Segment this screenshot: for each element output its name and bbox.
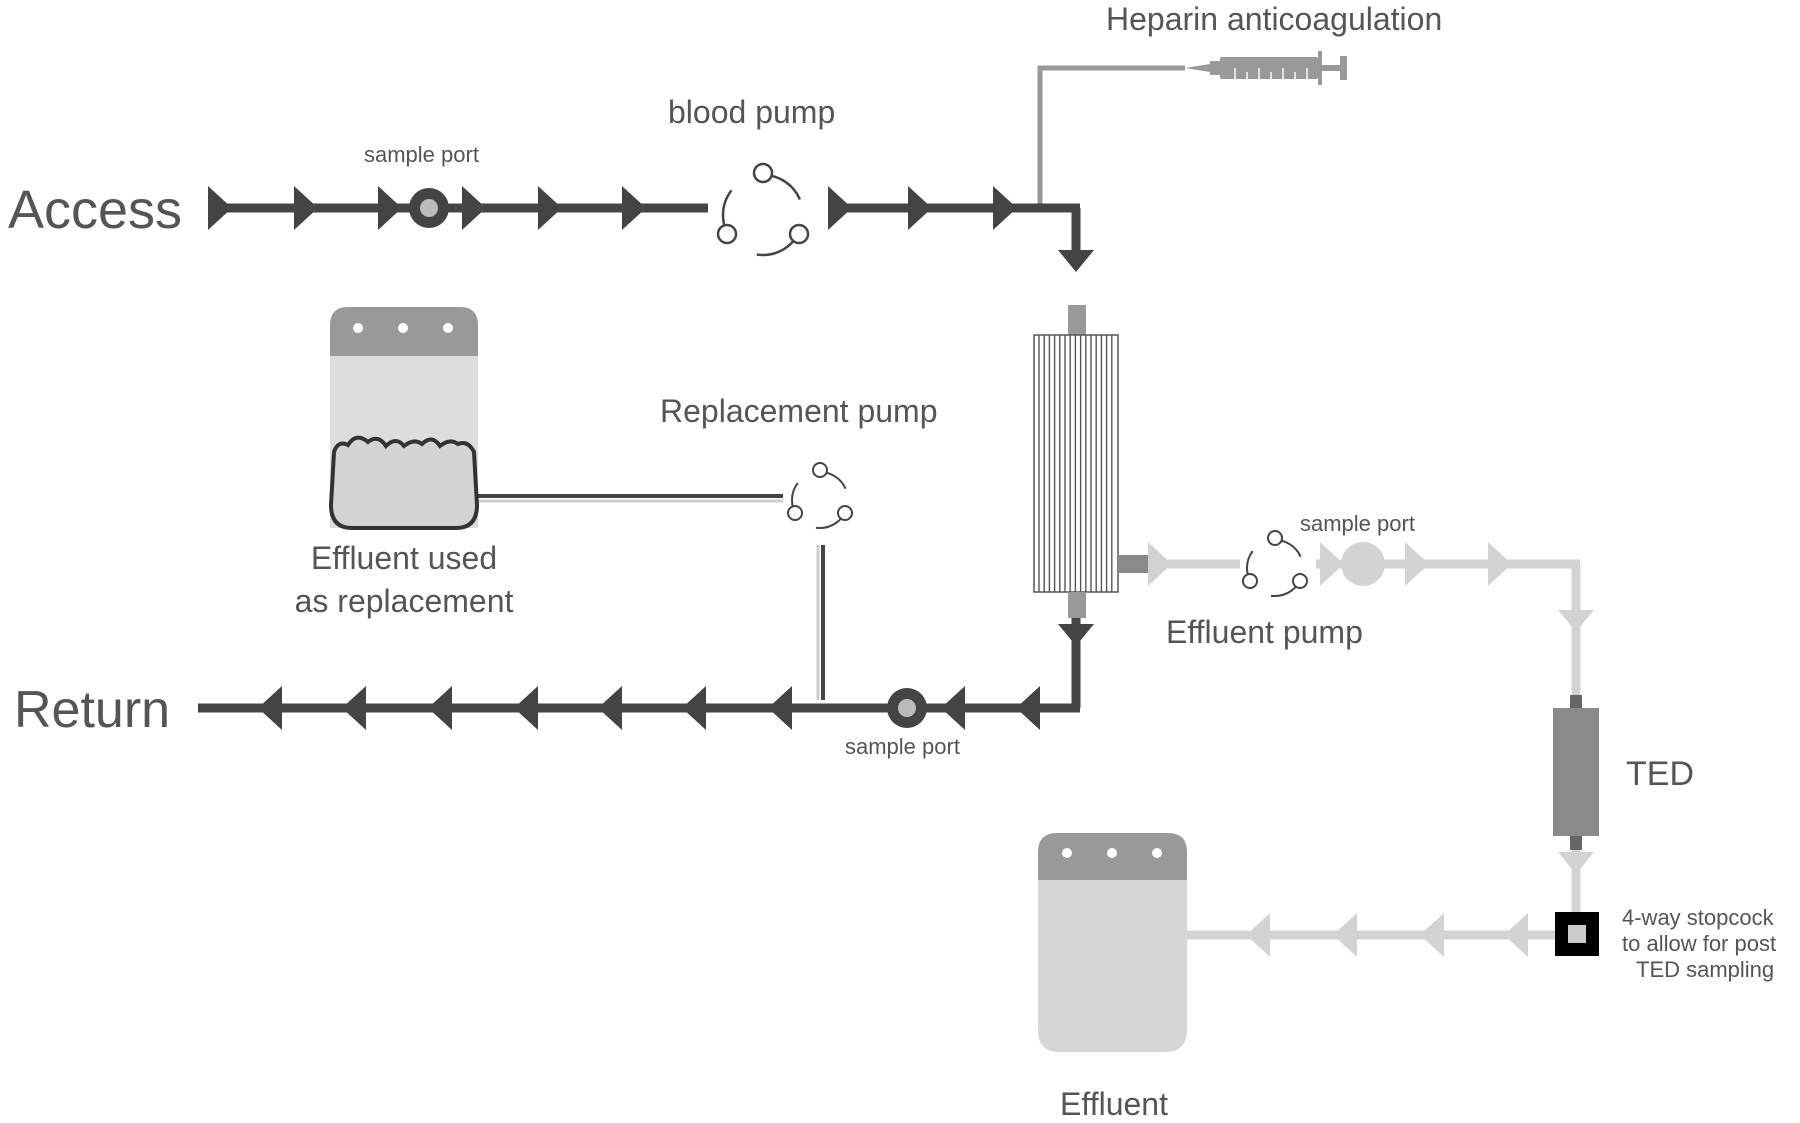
blood-pump-label: blood pump [668,94,835,130]
stopcock-label-3: TED sampling [1636,957,1774,982]
stopcock-label-1: 4-way stopcock [1622,905,1775,930]
ted-icon [1553,695,1599,850]
stopcock-icon [1555,912,1599,956]
access-sample-port-label: sample port [364,142,479,167]
heparin-label: Heparin anticoagulation [1106,1,1442,37]
replacement-pump-icon [787,462,853,529]
effluent-bag-label: Effluent [1060,1086,1168,1122]
heparin-line [1037,65,1185,210]
replacement-bag-label-2: as replacement [295,583,514,619]
access-label: Access [8,180,182,240]
return-flow-arrows [258,624,1094,730]
effluent-sample-port [1341,542,1385,586]
stopcock-label-2: to allow for post [1622,931,1776,956]
syringe-icon [1185,51,1347,85]
effluent-bag-icon [1038,833,1187,1052]
access-flow-arrows [208,186,1094,272]
hemofilter-icon [1033,305,1148,618]
replacement-bag-label-1: Effluent used [311,540,497,576]
effluent-pump-icon [1242,530,1308,597]
effluent-sample-port-label: sample port [1300,511,1415,536]
return-label: Return [14,681,170,739]
replacement-line [476,494,825,700]
effluent-pump-label: Effluent pump [1166,614,1363,650]
access-sample-port [409,188,449,228]
replacement-pump-label: Replacement pump [660,393,937,429]
replacement-bag-icon [328,307,480,530]
return-sample-port [887,688,927,728]
ted-label: TED [1626,755,1694,793]
return-sample-port-label: sample port [845,734,960,759]
effluent-flow-arrows [1148,542,1594,957]
access-line [210,203,1081,250]
return-line [198,618,1081,713]
blood-pump-icon [716,162,810,257]
